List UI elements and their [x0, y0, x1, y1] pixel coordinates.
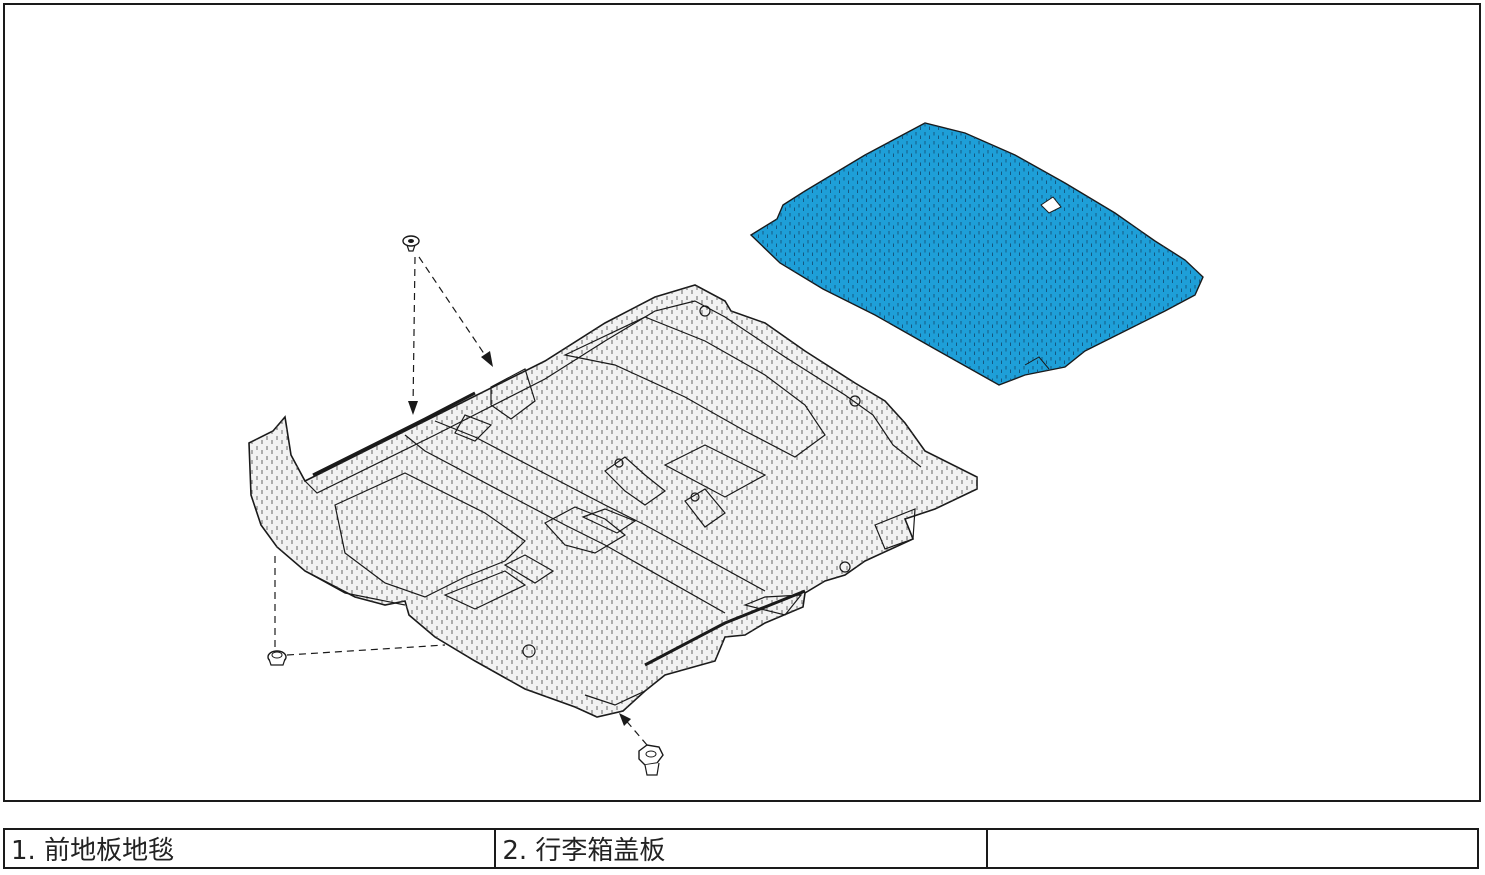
- front-floor-carpet-icon: [248, 284, 978, 718]
- leader-line-clip-to-rear: [418, 256, 490, 362]
- trunk-cover-panel-icon: [749, 122, 1204, 386]
- push-pin-fastener-icon: [267, 650, 287, 666]
- parts-legend-table: 1. 前地板地毯 2. 行李箱盖板: [2, 828, 1480, 869]
- legend-row: 1. 前地板地毯 2. 行李箱盖板: [2, 828, 1480, 869]
- legend-item-1: 1. 前地板地毯: [2, 828, 497, 869]
- leader-line-pin-to-footwell: [286, 644, 446, 656]
- bolt-fastener-icon: [638, 744, 664, 776]
- exploded-view-diagram: [3, 3, 1481, 802]
- legend-item-2: 2. 行李箱盖板: [494, 828, 988, 869]
- clip-fastener-icon: [402, 235, 420, 252]
- legend-item-3: [985, 828, 1480, 869]
- leader-lines: [274, 256, 648, 746]
- leader-arrowheads: [408, 351, 631, 726]
- leader-line-clip-to-sill: [412, 256, 416, 410]
- diagram-canvas: [248, 122, 1204, 776]
